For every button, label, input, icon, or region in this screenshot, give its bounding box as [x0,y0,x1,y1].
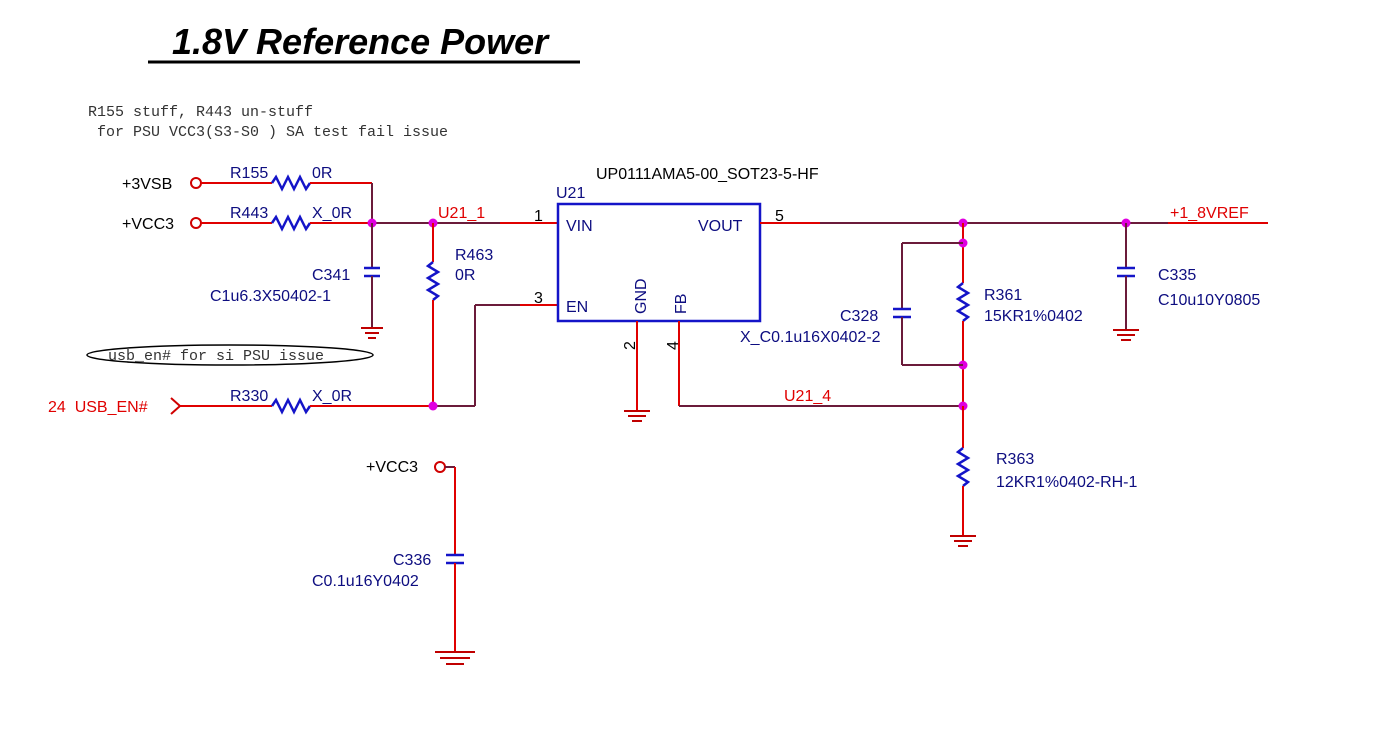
p3vsb-label: +3VSB [122,176,172,193]
page-title: 1.8V Reference Power [172,21,550,62]
usb-en-label: 24 USB_EN# [48,399,148,416]
r361-ref: R361 [984,287,1022,304]
c328-ref: C328 [840,308,878,325]
c341-ref: C341 [312,267,350,284]
ic-part-number: UP0111AMA5-00_SOT23-5-HF [596,166,819,183]
ic-pin-fb: FB [673,294,690,314]
c336-ref: C336 [393,552,431,569]
net-u21-4-label: U21_4 [784,388,831,405]
r361-value: 15KR1%0402 [984,308,1083,325]
ic-pin-number-3: 3 [534,290,543,307]
ic-pin-gnd: GND [633,278,650,314]
c335-ref: C335 [1158,267,1196,284]
r363-ref: R363 [996,451,1034,468]
c336-value: C0.1u16Y0402 [312,573,419,590]
net-vref-label: +1_8VREF [1170,205,1249,222]
r463-ref: R463 [455,247,493,264]
vcc3-bottom-port-icon [434,461,446,473]
vcc3-top-label: +VCC3 [122,216,174,233]
r155-resistor-icon [270,174,312,192]
ic-pin-number-2: 2 [622,341,639,350]
vcc3-bottom-label: +VCC3 [366,459,418,476]
r155-ref: R155 [230,165,268,182]
ic-pin-vout: VOUT [698,218,743,235]
r463-value: 0R [455,267,475,284]
ground-icon [1113,329,1139,341]
r330-ref: R330 [230,388,268,405]
r330-value: X_0R [312,388,352,405]
r330-resistor-icon [270,397,312,415]
u21-ic-body [556,202,762,323]
r155-value: 0R [312,165,332,182]
ground-icon [624,410,650,422]
p3vsb-port-icon [190,177,202,189]
note-line-2: for PSU VCC3(S3-S0 ) SA test fail issue [88,124,448,141]
c328-value: X_C0.1u16X0402-2 [740,329,881,346]
ic-ref: U21 [556,185,585,202]
r443-ref: R443 [230,205,268,222]
ic-pin-number-4: 4 [665,341,682,350]
usb-note: usb_en# for si PSU issue [108,348,324,365]
ic-pin-number-5: 5 [775,208,784,225]
usb-en-port-icon [170,397,182,415]
r443-resistor-icon [270,214,312,232]
vcc3-top-port-icon [190,217,202,229]
net-u21-1-label: U21_1 [438,205,485,222]
junction-dot [428,401,438,411]
ic-pin-vin: VIN [566,218,593,235]
r463-resistor-icon [425,261,441,301]
ground-icon [950,535,976,547]
r443-value: X_0R [312,205,352,222]
usb-note-ellipse [86,344,374,366]
ic-pin-number-1: 1 [534,208,543,225]
r363-value: 12KR1%0402-RH-1 [996,474,1138,491]
ic-pin-en: EN [566,299,588,316]
c341-value: C1u6.3X50402-1 [210,288,331,305]
r363-resistor-icon [955,447,971,487]
r361-resistor-icon [955,282,971,322]
ground-icon [435,651,475,665]
note-line-1: R155 stuff, R443 un-stuff [88,104,313,121]
c335-value: C10u10Y0805 [1158,292,1260,309]
ground-icon [361,327,383,339]
